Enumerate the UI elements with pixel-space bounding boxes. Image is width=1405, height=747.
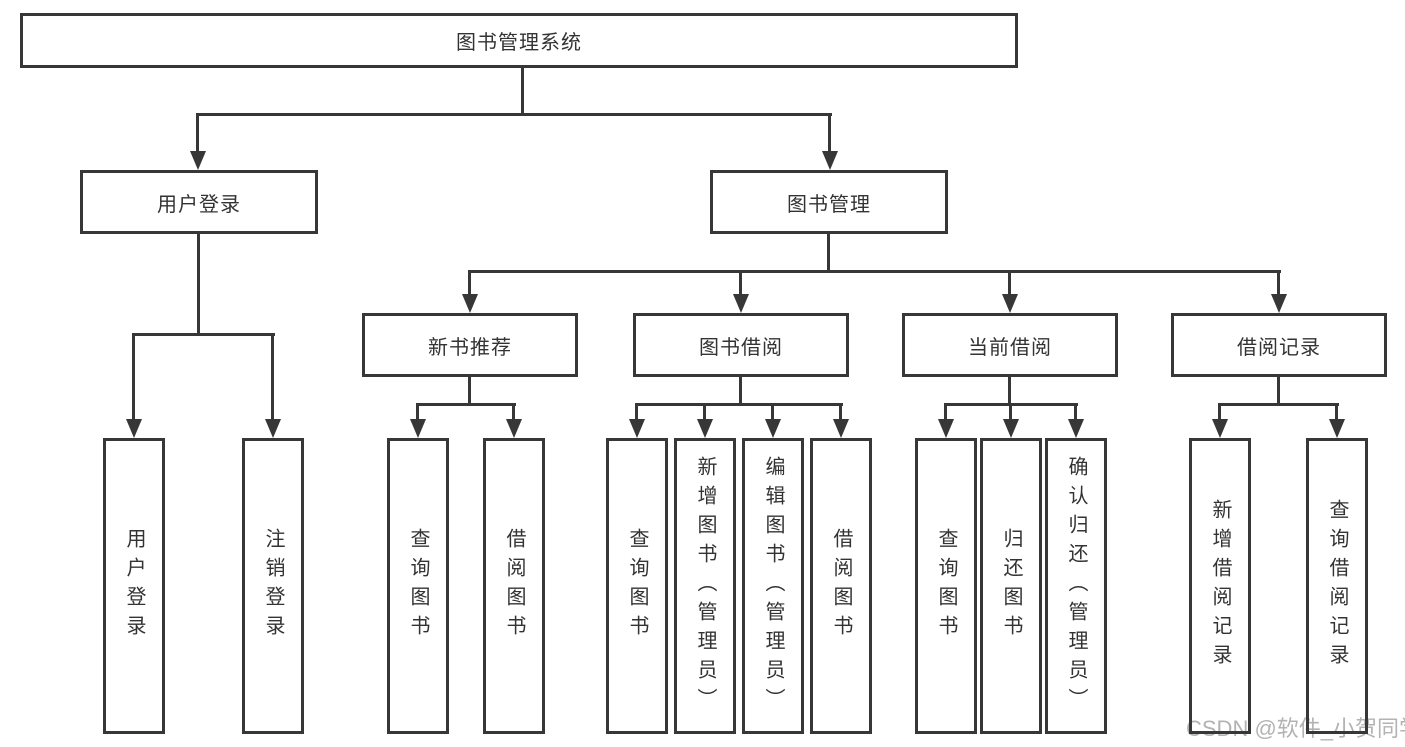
connector-bookmgmt-rail bbox=[468, 270, 1281, 273]
leaf-records-add-record-label: 新增借阅记录 bbox=[1209, 499, 1231, 673]
csdn-watermark: CSDN @软件_小贺同学 bbox=[1186, 716, 1405, 741]
node-book-management: 图书管理 bbox=[710, 170, 948, 234]
connector-root-drop-right bbox=[828, 113, 831, 154]
leaf-records-query-record: 查询借阅记录 bbox=[1306, 438, 1368, 734]
arrowhead-current-return bbox=[1003, 419, 1019, 438]
leaf-borrow-add-books-admin-label: 新增图书（管理员） bbox=[694, 455, 716, 717]
leaf-logout: 注销登录 bbox=[242, 438, 304, 734]
connector-userlogin-drop-1 bbox=[132, 333, 135, 422]
leaf-current-confirm-return-admin-label: 确认归还（管理员） bbox=[1065, 455, 1087, 717]
connector-records-stem bbox=[1277, 377, 1280, 405]
leaf-borrow-borrow-books-label: 借阅图书 bbox=[830, 528, 852, 644]
arrowhead-leaf-logout bbox=[265, 419, 281, 438]
connector-borrow-stem bbox=[739, 377, 742, 405]
leaf-borrow-edit-books-admin-label: 编辑图书（管理员） bbox=[762, 455, 784, 717]
node-user-login: 用户登录 bbox=[80, 170, 318, 234]
connector-borrow-drop-4 bbox=[839, 403, 842, 422]
connector-userlogin-drop-2 bbox=[271, 333, 274, 422]
arrowhead-borrow-records bbox=[1271, 294, 1287, 313]
node-current-borrow: 当前借阅 bbox=[902, 313, 1118, 377]
node-borrow-records-label: 借阅记录 bbox=[1237, 336, 1321, 359]
leaf-records-add-record: 新增借阅记录 bbox=[1189, 438, 1251, 734]
arrowhead-recommend-query bbox=[410, 419, 426, 438]
connector-recommend-drop-1 bbox=[416, 403, 419, 422]
arrowhead-borrow-query bbox=[629, 419, 645, 438]
leaf-current-return-books: 归还图书 bbox=[980, 438, 1042, 734]
arrowhead-current-query bbox=[938, 419, 954, 438]
connector-current-stem bbox=[1008, 377, 1011, 405]
connector-current-drop-2 bbox=[1009, 403, 1012, 422]
leaf-borrow-add-books-admin: 新增图书（管理员） bbox=[674, 438, 736, 734]
node-library-system-label: 图书管理系统 bbox=[456, 32, 582, 54]
connector-records-rail bbox=[1218, 403, 1339, 406]
connector-borrow-drop-2 bbox=[703, 403, 706, 422]
arrowhead-leaf-user-login bbox=[126, 419, 142, 438]
node-book-management-label: 图书管理 bbox=[787, 193, 871, 216]
leaf-borrow-query-books-label: 查询图书 bbox=[626, 528, 648, 644]
connector-recommend-drop-2 bbox=[512, 403, 515, 422]
connector-bookmgmt-drop-4 bbox=[1277, 270, 1280, 297]
arrowhead-borrow-add bbox=[697, 419, 713, 438]
leaf-recommend-query-books: 查询图书 bbox=[387, 438, 449, 734]
node-new-book-recommend: 新书推荐 bbox=[362, 313, 578, 377]
arrowhead-borrow-borrow bbox=[833, 419, 849, 438]
leaf-user-login: 用户登录 bbox=[103, 438, 165, 734]
node-new-book-recommend-label: 新书推荐 bbox=[428, 336, 512, 359]
connector-recommend-stem bbox=[468, 377, 471, 405]
node-user-login-label: 用户登录 bbox=[157, 193, 241, 216]
leaf-current-query-books: 查询图书 bbox=[915, 438, 977, 734]
connector-bookmgmt-stem bbox=[827, 234, 830, 272]
arrowhead-recommend-borrow bbox=[506, 419, 522, 438]
connector-bookmgmt-drop-1 bbox=[468, 270, 471, 297]
arrowhead-book-management bbox=[822, 151, 838, 170]
connector-borrow-rail bbox=[635, 403, 843, 406]
arrowhead-records-query bbox=[1329, 419, 1345, 438]
leaf-recommend-borrow-books-label: 借阅图书 bbox=[503, 528, 525, 644]
node-borrow-records: 借阅记录 bbox=[1171, 313, 1387, 377]
leaf-recommend-borrow-books: 借阅图书 bbox=[483, 438, 545, 734]
connector-borrow-drop-3 bbox=[771, 403, 774, 422]
arrowhead-book-borrow bbox=[733, 294, 749, 313]
connector-records-drop-1 bbox=[1218, 403, 1221, 422]
arrowhead-borrow-edit bbox=[765, 419, 781, 438]
leaf-recommend-query-books-label: 查询图书 bbox=[407, 528, 429, 644]
connector-current-drop-3 bbox=[1074, 403, 1077, 422]
connector-current-drop-1 bbox=[944, 403, 947, 422]
node-current-borrow-label: 当前借阅 bbox=[968, 336, 1052, 359]
leaf-user-login-label: 用户登录 bbox=[123, 528, 145, 644]
arrowhead-new-book-recommend bbox=[462, 294, 478, 313]
connector-root-rail bbox=[196, 113, 832, 116]
connector-recommend-rail bbox=[416, 403, 516, 406]
arrowhead-current-borrow bbox=[1002, 294, 1018, 313]
connector-bookmgmt-drop-2 bbox=[739, 270, 742, 297]
arrowhead-current-confirm bbox=[1068, 419, 1084, 438]
connector-root-stem bbox=[521, 66, 524, 115]
leaf-records-query-record-label: 查询借阅记录 bbox=[1326, 499, 1348, 673]
node-book-borrow: 图书借阅 bbox=[633, 313, 849, 377]
leaf-logout-label: 注销登录 bbox=[262, 528, 284, 644]
leaf-current-return-books-label: 归还图书 bbox=[1000, 528, 1022, 644]
leaf-borrow-borrow-books: 借阅图书 bbox=[810, 438, 872, 734]
leaf-borrow-edit-books-admin: 编辑图书（管理员） bbox=[742, 438, 804, 734]
node-library-system: 图书管理系统 bbox=[20, 13, 1018, 68]
leaf-borrow-query-books: 查询图书 bbox=[606, 438, 668, 734]
leaf-current-query-books-label: 查询图书 bbox=[935, 528, 957, 644]
connector-root-drop-left bbox=[196, 113, 199, 154]
connector-userlogin-rail bbox=[132, 333, 275, 336]
node-book-borrow-label: 图书借阅 bbox=[699, 336, 783, 359]
leaf-current-confirm-return-admin: 确认归还（管理员） bbox=[1045, 438, 1107, 734]
connector-borrow-drop-1 bbox=[635, 403, 638, 422]
arrowhead-user-login bbox=[190, 151, 206, 170]
connector-userlogin-stem bbox=[197, 234, 200, 335]
connector-bookmgmt-drop-3 bbox=[1008, 270, 1011, 297]
connector-records-drop-2 bbox=[1335, 403, 1338, 422]
arrowhead-records-add bbox=[1212, 419, 1228, 438]
